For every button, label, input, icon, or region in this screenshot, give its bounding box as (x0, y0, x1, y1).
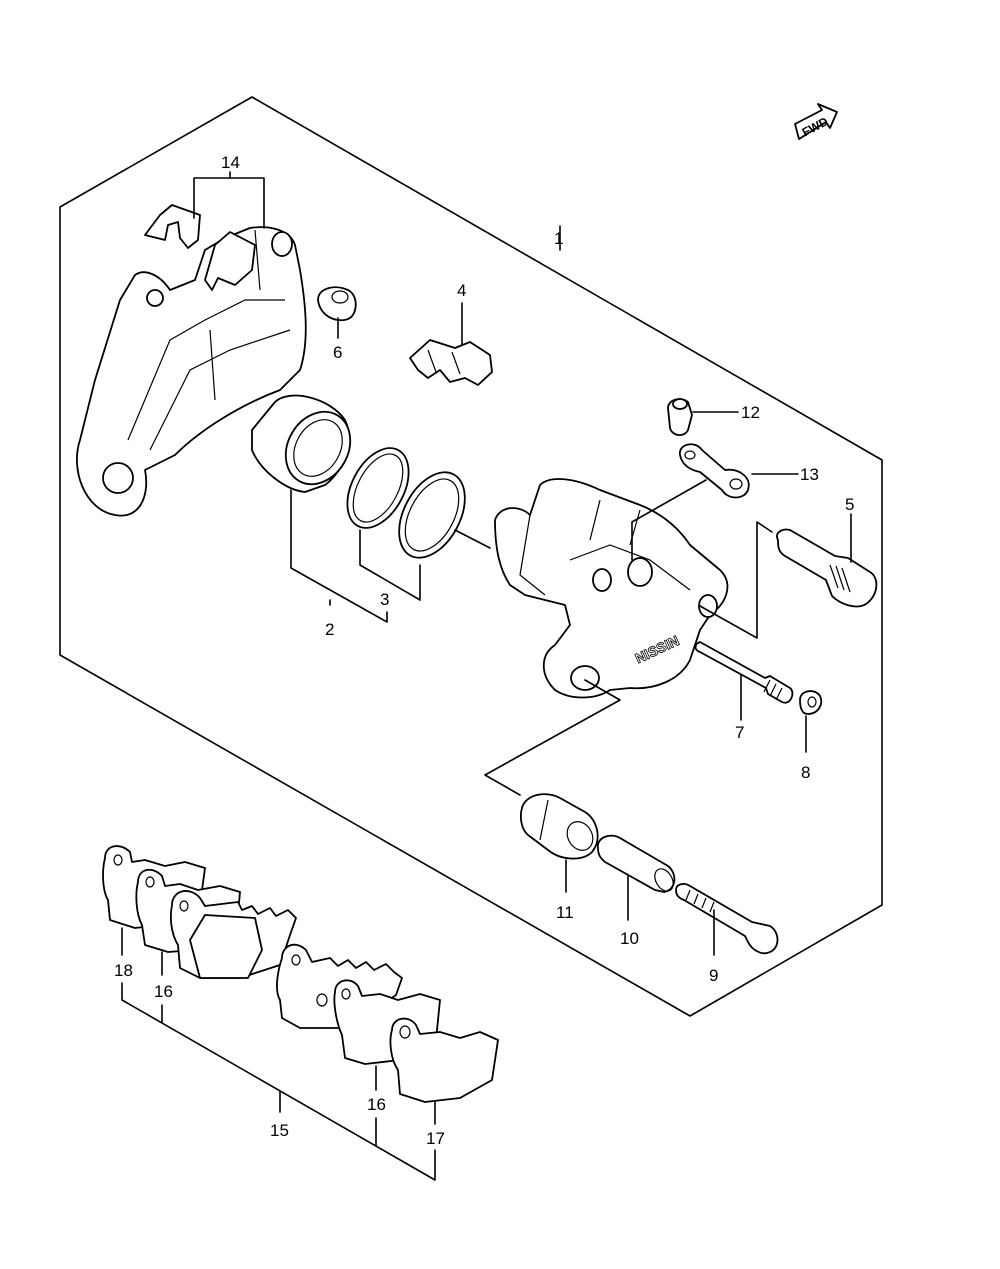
pin-bolt[interactable] (776, 528, 878, 608)
bleeder-valve[interactable] (667, 398, 693, 436)
pad-spring[interactable] (144, 204, 256, 291)
callout-2-3-leader (290, 489, 421, 623)
bleeder-cap[interactable] (679, 443, 750, 499)
piston[interactable] (251, 394, 363, 496)
callout-6: 6 (333, 343, 342, 362)
sleeve[interactable] (597, 834, 677, 895)
callout-14: 14 (221, 153, 240, 172)
callout-2: 2 (325, 620, 334, 639)
callout-3: 3 (380, 590, 389, 609)
pad-spring-4[interactable] (409, 339, 493, 386)
callout-8: 8 (801, 763, 810, 782)
callout-7: 7 (735, 723, 744, 742)
callout-9: 9 (709, 966, 718, 985)
callout-16-a: 16 (154, 982, 173, 1001)
dust-seal[interactable] (386, 461, 479, 569)
slide-boot[interactable] (520, 793, 599, 860)
bracket-bolt[interactable] (675, 883, 779, 955)
pad-pin[interactable] (694, 641, 794, 704)
fwd-arrow-icon: FWD (794, 103, 838, 140)
caliper-bracket[interactable] (76, 226, 307, 517)
callout-1: 1 (554, 229, 563, 248)
callout-10: 10 (620, 929, 639, 948)
callout-5: 5 (845, 495, 854, 514)
assembly-boundary (59, 96, 883, 1017)
brake-pad-a[interactable] (170, 890, 297, 979)
callout-12: 12 (741, 403, 760, 422)
pad-shim-17[interactable] (389, 1017, 499, 1103)
caliper-body[interactable]: NISSIN (494, 478, 729, 699)
callout-16-b: 16 (367, 1095, 386, 1114)
piston-seal[interactable] (335, 438, 421, 538)
pad-pin-plug[interactable] (799, 690, 823, 715)
callout-17: 17 (426, 1129, 445, 1148)
callout-15: 15 (270, 1121, 289, 1140)
boot-cap[interactable] (317, 286, 357, 322)
callout-18: 18 (114, 961, 133, 980)
callout-13: 13 (800, 465, 819, 484)
callout-15-leader (121, 982, 436, 1181)
callout-11: 11 (556, 903, 574, 922)
callout-14-leader (193, 177, 265, 229)
callout-4: 4 (457, 281, 466, 300)
